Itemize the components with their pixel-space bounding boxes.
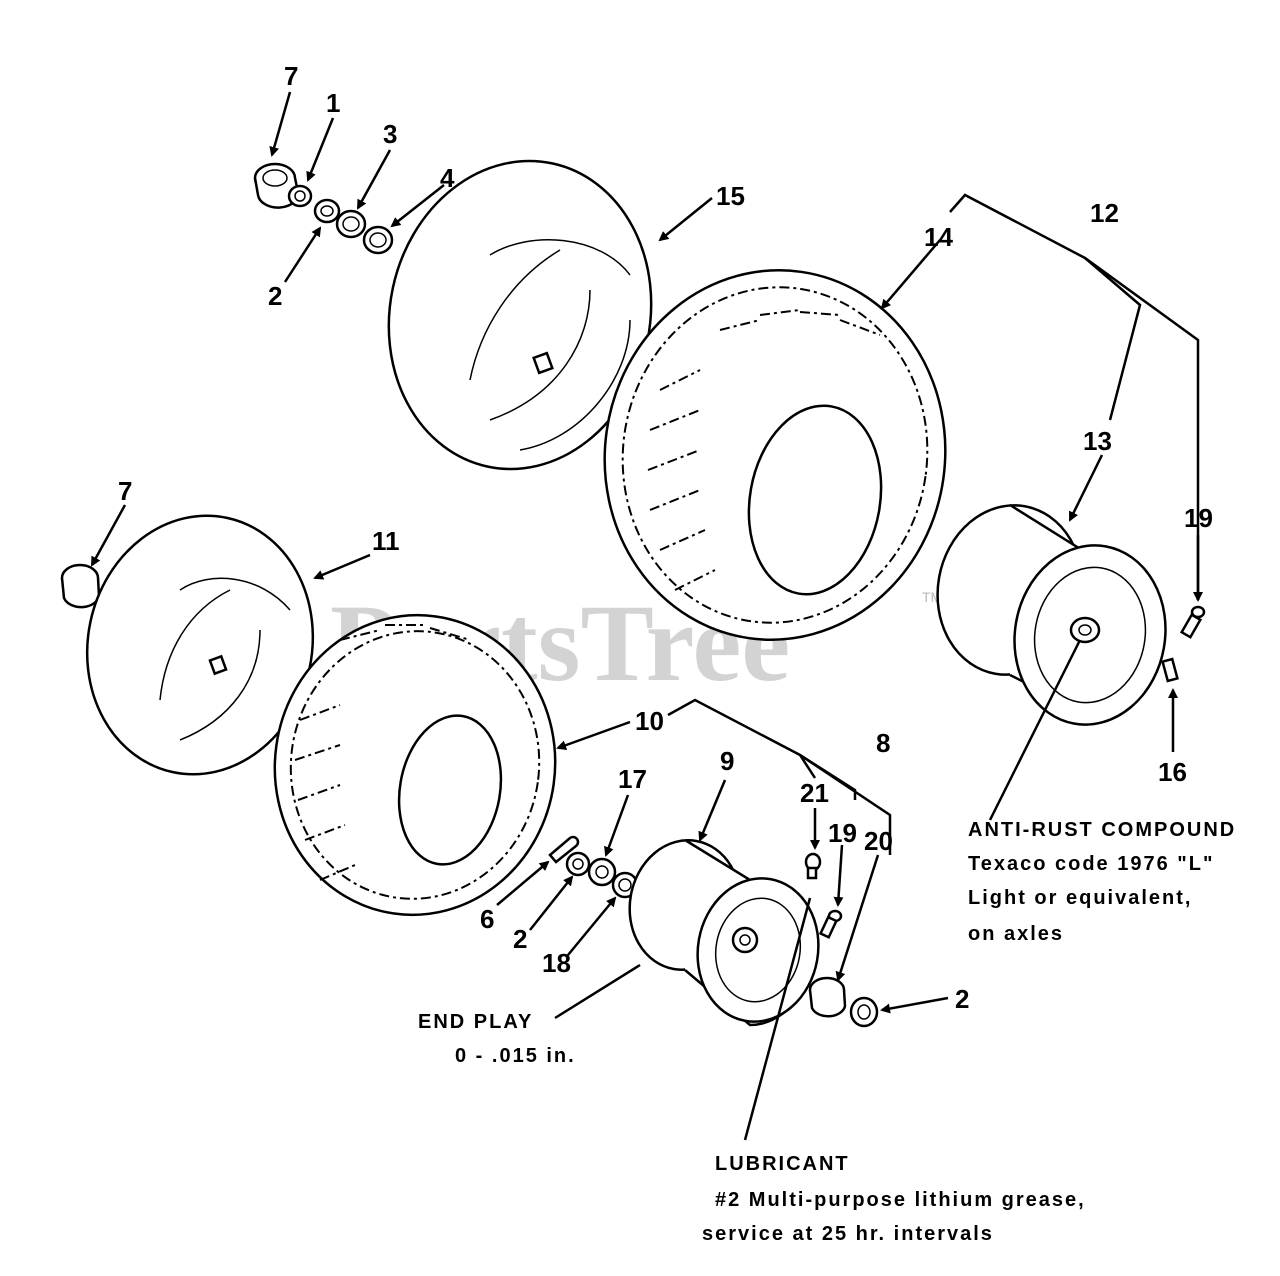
callout-3: 3: [383, 119, 397, 149]
callout-7-left: 7: [118, 476, 132, 506]
note-lubricant-line1: LUBRICANT: [715, 1153, 850, 1175]
note-end-play-line1: END PLAY: [418, 1011, 533, 1033]
valve-stem-part-19-mid: [818, 909, 843, 939]
note-anti-rust-line1: ANTI-RUST COMPOUND: [968, 819, 1236, 841]
note-lubricant-line2: #2 Multi-purpose lithium grease,: [715, 1189, 1086, 1211]
callout-21: 21: [800, 778, 829, 808]
callout-15: 15: [716, 181, 745, 211]
callout-6: 6: [480, 904, 494, 934]
wheel-rim-part-13: [936, 503, 1167, 726]
callout-13: 13: [1083, 426, 1112, 456]
spacer-part-20: [808, 976, 847, 1018]
key-part-16: [1161, 657, 1179, 683]
washer-part-2-top: [313, 198, 341, 224]
callout-9: 9: [720, 746, 734, 776]
callout-17: 17: [618, 764, 647, 794]
tire-part-10: [273, 613, 557, 917]
inner-tube-part-11: [85, 514, 315, 776]
washer-part-4: [362, 225, 394, 255]
inner-tube-part-15: [387, 159, 653, 471]
cotter-pin-part-6: [548, 835, 580, 864]
tire-part-14: [603, 269, 947, 641]
bearing-part-1: [287, 184, 313, 208]
washer-part-3: [335, 209, 367, 239]
callout-19-mid: 19: [828, 818, 857, 848]
callout-18: 18: [542, 948, 571, 978]
washer-part-2-bottom: [849, 996, 879, 1028]
callout-20: 20: [864, 826, 893, 856]
note-anti-rust-line2: Texaco code 1976 "L": [968, 853, 1214, 875]
note-end-play-line2: 0 - .015 in.: [455, 1045, 576, 1067]
callout-16: 16: [1158, 757, 1187, 787]
callout-2-bottom: 2: [955, 984, 969, 1014]
wheel-rim-part-9: [628, 838, 820, 1027]
callout-14: 14: [924, 222, 953, 252]
spacer-part-7-left: [60, 563, 101, 609]
callout-2-top: 2: [268, 281, 282, 311]
callout-7-top: 7: [284, 61, 298, 91]
note-anti-rust-line4: on axles: [968, 923, 1064, 945]
note-lubricant-line3: service at 25 hr. intervals: [702, 1223, 994, 1245]
callout-10: 10: [635, 706, 664, 736]
callout-11: 11: [372, 526, 400, 556]
callout-12: 12: [1090, 198, 1119, 228]
callout-1: 1: [326, 88, 340, 118]
valve-stem-part-19-right: [1179, 605, 1206, 639]
callout-19-right: 19: [1184, 503, 1213, 533]
washer-part-2-mid: [565, 851, 591, 877]
grease-fitting-part-21: [804, 852, 822, 880]
bearing-part-17: [587, 857, 617, 887]
callout-2-mid: 2: [513, 924, 527, 954]
callout-4: 4: [440, 163, 455, 193]
callout-8: 8: [876, 728, 890, 758]
note-anti-rust-line3: Light or equivalent,: [968, 887, 1192, 909]
